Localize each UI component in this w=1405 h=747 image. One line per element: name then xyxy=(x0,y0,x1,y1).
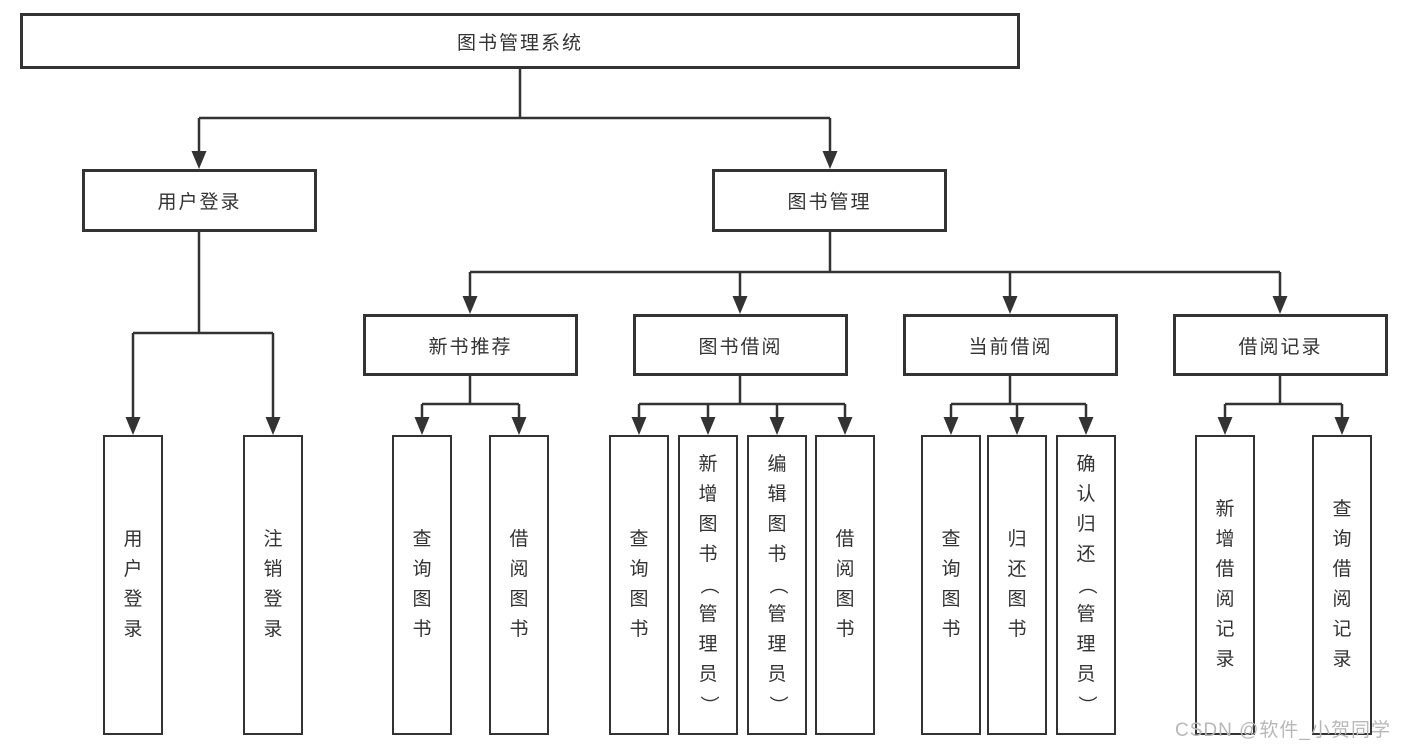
arrowheads xyxy=(125,151,1350,435)
leaf-confirm-return-admin: 确认归还（管理员） xyxy=(1056,435,1116,735)
leaf-edit-book-admin: 编辑图书（管理员） xyxy=(747,435,807,735)
leaf-query-borrow-record: 查询借阅记录 xyxy=(1312,435,1372,735)
leaf-add-borrow-record: 新增借阅记录 xyxy=(1195,435,1255,735)
node-current-borrow: 当前借阅 xyxy=(903,314,1118,376)
node-borrow-records: 借阅记录 xyxy=(1173,314,1388,376)
leaf-query-book-1: 查询图书 xyxy=(392,435,452,735)
csdn-watermark: CSDN @软件_小贺同学 xyxy=(1175,720,1391,741)
leaf-add-book-admin: 新增图书（管理员） xyxy=(678,435,738,735)
node-root-library-system: 图书管理系统 xyxy=(20,13,1020,69)
node-user-login: 用户登录 xyxy=(82,169,317,232)
leaf-query-book-3: 查询图书 xyxy=(921,435,981,735)
leaf-user-login: 用户登录 xyxy=(103,435,163,735)
leaf-borrow-book-2: 借阅图书 xyxy=(815,435,875,735)
leaf-return-book: 归还图书 xyxy=(987,435,1047,735)
node-new-book-recommend: 新书推荐 xyxy=(363,314,578,376)
node-book-management: 图书管理 xyxy=(712,169,947,232)
leaf-logout: 注销登录 xyxy=(243,435,303,735)
leaf-query-book-2: 查询图书 xyxy=(609,435,669,735)
leaf-borrow-book-1: 借阅图书 xyxy=(489,435,549,735)
node-book-borrow: 图书借阅 xyxy=(633,314,848,376)
